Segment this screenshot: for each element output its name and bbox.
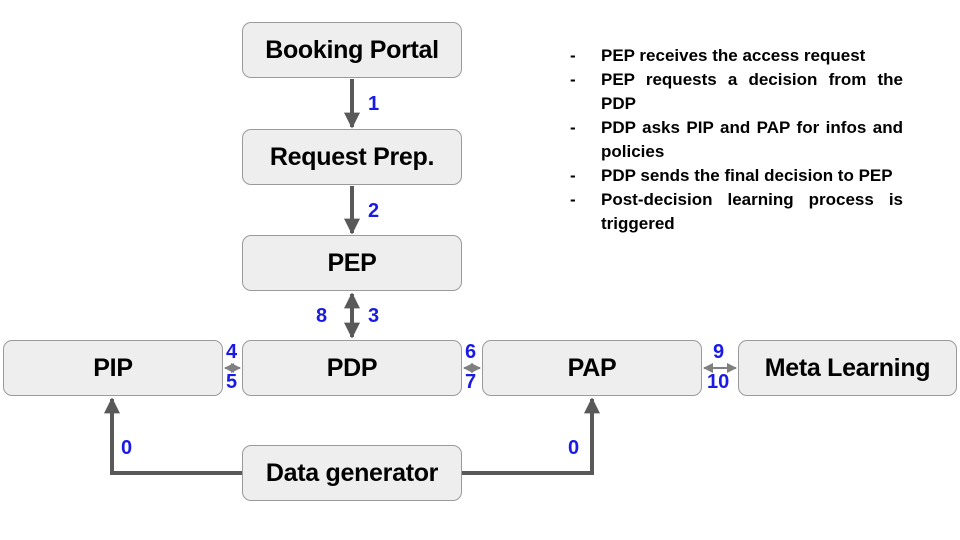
bullet-dash: - — [570, 118, 576, 137]
step-text: PDP asks PIP and PAP for infos and polic… — [601, 118, 903, 161]
edge-label-8: 8 — [316, 305, 328, 327]
edge-label-9: 9 — [713, 341, 725, 363]
bullet-dash: - — [570, 70, 576, 89]
node-data-generator: Data generator — [242, 445, 462, 501]
arrow-datagen-to-pip — [104, 397, 242, 475]
step-text: PEP receives the access request — [601, 46, 866, 65]
edge-label-4: 4 — [226, 341, 238, 363]
edge-label-0-left: 0 — [121, 437, 133, 459]
node-meta-learning: Meta Learning — [738, 340, 957, 396]
node-pdp: PDP — [242, 340, 462, 396]
edge-label-7: 7 — [465, 371, 477, 393]
bullet-dash: - — [570, 190, 576, 209]
bullet-dash: - — [570, 166, 576, 185]
list-item: - PEP receives the access request — [570, 44, 903, 68]
list-item: - PDP sends the final decision to PEP — [570, 164, 903, 188]
edge-label-6: 6 — [465, 341, 477, 363]
node-booking-portal: Booking Portal — [242, 22, 462, 78]
node-request-prep: Request Prep. — [242, 129, 462, 185]
node-pap: PAP — [482, 340, 702, 396]
edge-label-3: 3 — [368, 305, 380, 327]
arrow-datagen-to-pap — [462, 397, 600, 475]
edge-label-10: 10 — [707, 371, 730, 393]
step-text: PDP sends the final decision to PEP — [601, 166, 893, 185]
edge-label-2: 2 — [368, 200, 380, 222]
step-text: PEP requests a decision from the PDP — [601, 70, 903, 113]
process-steps-list: - PEP receives the access request - PEP re… — [570, 44, 903, 236]
step-text: Post-decision learning process is trigge… — [601, 190, 903, 233]
list-item: - PEP requests a decision from the PDP — [570, 68, 903, 116]
node-pep: PEP — [242, 235, 462, 291]
list-item: - PDP asks PIP and PAP for infos and poli… — [570, 116, 903, 164]
list-item: - Post-decision learning process is trigg… — [570, 188, 903, 236]
bullet-dash: - — [570, 46, 576, 65]
edge-label-5: 5 — [226, 371, 238, 393]
node-pip: PIP — [3, 340, 223, 396]
edge-label-1: 1 — [368, 93, 380, 115]
edge-label-0-right: 0 — [568, 437, 580, 459]
